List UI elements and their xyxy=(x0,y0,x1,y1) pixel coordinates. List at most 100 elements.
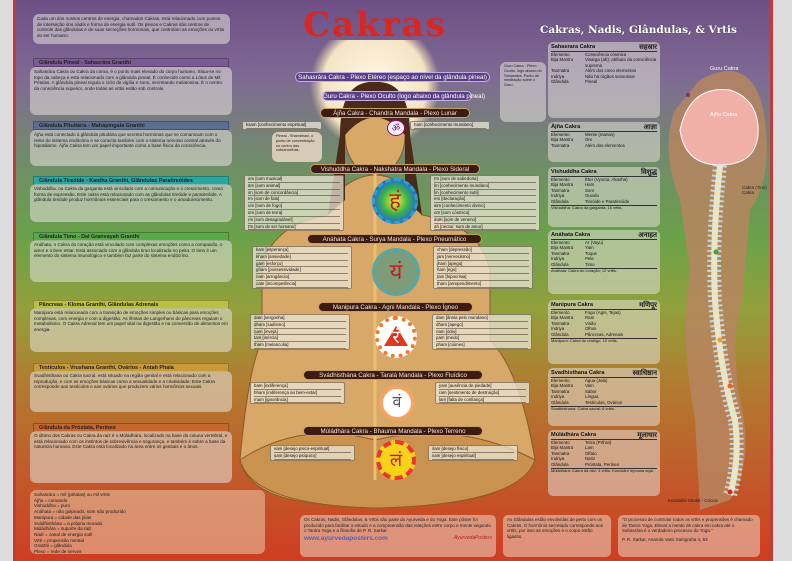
vritti-table-vishuddha-left: am [som musical]ām [som animal]im [som d… xyxy=(244,175,344,232)
chakra-devanagari: आज्ञा xyxy=(643,123,657,131)
section-text: Manipura está relacionado com a transiçã… xyxy=(30,308,232,352)
vritti-row: sam [desejo espiritual] xyxy=(432,453,514,460)
vritti-row: kham [ansiedade] xyxy=(256,254,348,261)
svadhisthana-point xyxy=(727,383,733,389)
ajna-symbol: ॐ xyxy=(387,120,405,136)
right-title: Cakras, Nadis, Glândulas, & Vrtis xyxy=(540,24,737,36)
vritti-table-svadhisthana-left: bam [indiferença]bham [indiferença ao be… xyxy=(250,382,345,405)
guru-note: Guru Cakra - Plexo Oculto, logo abaixo d… xyxy=(500,62,546,122)
manipura-bija: रं xyxy=(392,327,400,347)
section-text: O último dos Cakras ou Cakra da raiz é o… xyxy=(30,431,232,483)
glossary-item: Plexo = rede de nervos xyxy=(34,549,82,554)
bar-svadhisthana: Svádhisthána Cakra - Taralá Mandala - Pl… xyxy=(303,370,483,380)
vritti-row: ḹm [conhecimento sutil] xyxy=(434,190,536,197)
vritti-row: aum [som de veneno] xyxy=(434,217,536,224)
quote-author: P. R. Sarkar, Ananda Vanii Samgraha 4, 5… xyxy=(622,536,708,542)
chakra-table-title: Múládhára Cakra xyxy=(551,432,597,438)
chakra-devanagari: मणिपूर xyxy=(639,301,657,309)
manipura-point xyxy=(717,337,723,343)
section-text: Anáhata, o Cakra do coração está vincula… xyxy=(30,240,232,282)
chakra-devanagari: अनाहत xyxy=(638,231,657,239)
vritti-row: em [declaração] xyxy=(434,196,536,204)
glossary-item: Anáhata = não golpeado, som não produzid… xyxy=(34,509,126,515)
vritti-table-muladhara-right: śam [desejo físico]sam [desejo espiritua… xyxy=(428,445,518,461)
chakra-devanagari: मूलाधार xyxy=(637,431,657,439)
vritti-row: ṭam [hipocrisia] xyxy=(437,274,529,281)
vritti-row: tam [inércia] xyxy=(254,335,346,343)
section-text: Sahasrára Cakra ou Cakra da coroa, é o p… xyxy=(30,67,232,115)
chakra-table-title: Ájña Cakra xyxy=(551,124,581,130)
svadhisthana-symbol: वं xyxy=(379,385,415,421)
vritti-row: jam [nervosismo] xyxy=(437,254,529,261)
muladhara-point xyxy=(727,489,733,495)
glossary-item: Vrtti = propensão mental xyxy=(34,537,85,543)
vishuddha-symbol: हं xyxy=(372,178,418,224)
chakra-table-title: Sahasrara Cakra xyxy=(551,44,596,50)
vritti-row: lam [falta de confiança] xyxy=(439,397,526,404)
bar-vishuddha: Vishuddha Cakra - Nakshatra Mandala - Pl… xyxy=(310,164,480,174)
vritti-row: cham [depressão] xyxy=(437,247,529,254)
vritti-row: ṇam [inveja] xyxy=(254,329,346,336)
muladhara-symbol: लं xyxy=(376,440,416,480)
chakra-devanagari: स्वाधिष्ठान xyxy=(632,369,657,377)
chakra-table-note: Manipura: Cakra do umbigo; 10 vrttis. xyxy=(551,338,657,344)
vritti-row: ṝm [som de sabedoria] xyxy=(434,176,536,183)
vritti-row: pham [ciúmes] xyxy=(436,342,528,349)
label-guru-cakra: Guru Cakra xyxy=(710,66,739,72)
vritti-row: bham [indiferença ao bem-estar] xyxy=(254,390,341,397)
bottom-info-box: Os Cakras, Nadis, Glândulas, & Vrttis sã… xyxy=(300,515,496,557)
chakra-table-title: Vishuddha Cakra xyxy=(551,169,597,175)
vritti-row: ām [som animal] xyxy=(248,183,340,190)
chakra-devanagari: विशुद्ध xyxy=(640,168,657,176)
vritti-table-svadhisthana-right: yam [ausência de piedade]ram [sentimento… xyxy=(435,382,530,405)
vritti-row: dam [ânsia pelo mundano] xyxy=(436,315,528,322)
chakra-table-note: Svadhisthana: Cakra sacral; 6 vrttis. xyxy=(551,406,657,412)
bar-guru: Guru Cakra - Plexo Oculto (logo abaixo d… xyxy=(322,91,485,101)
vritti-table-muladhara-left: vam [desejo psico-espiritual]ṣam [desejo… xyxy=(270,445,355,461)
vritti-row: ḍam [vergonha] xyxy=(254,315,346,322)
vritti-row: ñam [ego] xyxy=(437,267,529,275)
vritti-row: nam [ódio] xyxy=(436,329,528,336)
vritti-row: gham [possessividade] xyxy=(256,267,348,275)
vritti-table-anahata-right: cham [depressão]jam [nervosismo]jham [ap… xyxy=(433,246,533,289)
pineal-note: Pineal - Shambhavi, o ponto de concentra… xyxy=(272,132,322,162)
sahasrara-point xyxy=(686,93,690,97)
vritti-row: um [som de fogo] xyxy=(248,203,340,210)
vritti-row: ūm [som de terra] xyxy=(248,210,340,217)
vritti-row: jham [apego] xyxy=(437,261,529,268)
glossary-item: Svádhisthána = a própria morada xyxy=(34,520,103,526)
bar-anahata: Anáhata Cakra - Surya Mandala - Plexo Pn… xyxy=(307,234,482,244)
poster-title: Cakras xyxy=(303,5,447,45)
website-link[interactable]: www.ayurvedaposters.com xyxy=(304,534,388,542)
vritti-row: im [som de concordância] xyxy=(248,190,340,197)
vritti-row: ṣam [desejo psíquico] xyxy=(274,453,351,460)
vritti-row: yam [ausência de piedade] xyxy=(439,383,526,390)
section-text: Svadhisthana ou Cakra sacral, está situa… xyxy=(30,371,232,412)
chakra-devanagari: सहस्रार xyxy=(639,43,657,51)
